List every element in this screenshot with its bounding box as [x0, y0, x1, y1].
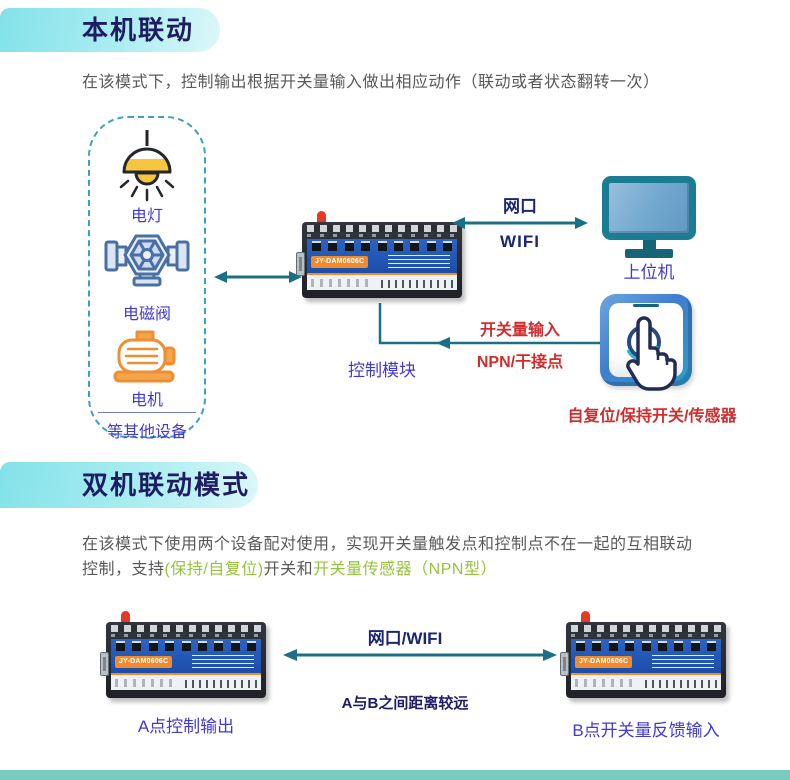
serial-port-icon	[100, 652, 109, 676]
device-a-label: A点控制输出	[137, 717, 235, 736]
green-text-sensor-npn: 开关量传感器（NPN型）	[313, 561, 497, 578]
terminal-strip-bottom	[307, 273, 457, 290]
lamp-icon	[119, 130, 175, 202]
module-spec-text	[388, 255, 450, 270]
host-label: 上位机	[623, 263, 675, 282]
green-text-hold-reset: (保持/自复位)	[164, 561, 264, 578]
group-divider	[98, 412, 196, 413]
group-module-arrow	[214, 271, 302, 283]
valve-label: 电磁阀	[122, 306, 171, 323]
switch-module-line	[378, 303, 600, 349]
push-button-icon	[600, 294, 692, 391]
serial-port-icon	[296, 252, 305, 276]
distance-note: A与B之间距离较远	[341, 695, 469, 712]
relay-module-device-b: JY-DAM0606C	[560, 610, 726, 702]
lamp-label: 电灯	[130, 208, 163, 225]
serial-port-icon	[560, 652, 569, 676]
ab-link-arrow	[283, 649, 557, 661]
bottom-accent-bar	[0, 770, 790, 780]
input-link-label-line2: NPN/干接点	[476, 354, 564, 371]
host-link-label-line1: 网口	[503, 197, 537, 216]
module-model-badge: JY-DAM0606C	[575, 656, 633, 668]
ab-link-label: 网口/WIFI	[367, 629, 443, 648]
module-model-badge: JY-DAM0606C	[311, 256, 369, 268]
module-model-badge: JY-DAM0606C	[115, 656, 173, 668]
section1-title-pill: 本机联动	[0, 8, 220, 52]
section2-title: 双机联动模式	[82, 470, 251, 500]
module-label: 控制模块	[348, 361, 416, 380]
hand-cursor-icon	[626, 316, 677, 391]
device-group-box: 电灯 电磁阀	[88, 116, 206, 441]
host-link-label-line2: WIFI	[500, 232, 540, 251]
motor-label: 电机	[130, 392, 163, 409]
section2-title-pill: 双机联动模式	[0, 462, 258, 508]
relay-module-device: JY-DAM0606C	[296, 210, 462, 302]
motor-icon	[113, 330, 176, 383]
section2-desc-line2: 控制，支持(保持/自复位)开关和开关量传感器（NPN型）	[82, 561, 497, 578]
monitor-icon	[602, 176, 696, 258]
group-footer-label: 等其他设备	[106, 424, 187, 441]
valve-icon	[104, 234, 190, 287]
input-link-label-line1: 开关量输入	[479, 322, 560, 339]
relay-module-device-a: JY-DAM0606C	[100, 610, 266, 702]
relay-row	[312, 241, 452, 251]
module-host-arrow	[452, 217, 588, 229]
device-b-label: B点开关量反馈输入	[572, 721, 720, 740]
section1-title: 本机联动	[82, 15, 195, 45]
switch-sensor-label: 自复位/保持开关/传感器	[567, 408, 737, 425]
section1-description: 在该模式下，控制输出根据开关量输入做出相应动作（联动或者状态翻转一次）	[82, 74, 660, 91]
terminal-strip-top	[307, 225, 457, 232]
section2-description: 在该模式下使用两个设备配对使用，实现开关量触发点和控制点不在一起的互相联动 控制…	[82, 532, 742, 582]
section2-desc-line1: 在该模式下使用两个设备配对使用，实现开关量触发点和控制点不在一起的互相联动	[82, 536, 693, 553]
